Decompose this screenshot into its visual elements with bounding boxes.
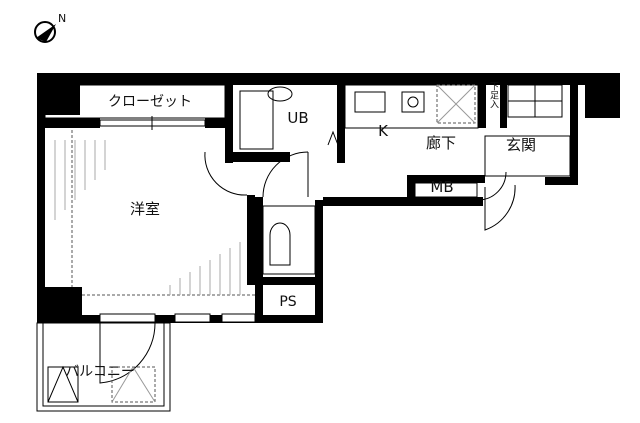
sink-icon <box>267 86 293 102</box>
north-arrow-icon: N <box>34 12 66 43</box>
room-label-kitchen: K <box>378 122 389 140</box>
room-label-closet: クローゼット <box>108 94 192 110</box>
room-label-balcony: バルコニー <box>65 364 135 380</box>
compass-label: N <box>58 12 66 25</box>
room-label-pipe-space: PS <box>279 294 296 310</box>
room-label-entrance: 玄関 <box>506 136 536 154</box>
entrance-door <box>484 184 516 231</box>
stove-icon <box>401 91 425 113</box>
room-label-unit-bath: UB <box>287 109 308 127</box>
room-label-western-room: 洋室 <box>130 200 160 218</box>
kitchen-sink-icon <box>354 91 386 113</box>
room-label-hallway: 廊下 <box>426 134 456 152</box>
toilet-icon <box>269 222 291 266</box>
toilet-door <box>262 151 309 198</box>
room-label-shoe-storage: 下足入 <box>488 82 499 109</box>
room-door <box>204 151 248 196</box>
room-label-meter-box: MB <box>430 178 453 196</box>
walls <box>37 73 620 323</box>
